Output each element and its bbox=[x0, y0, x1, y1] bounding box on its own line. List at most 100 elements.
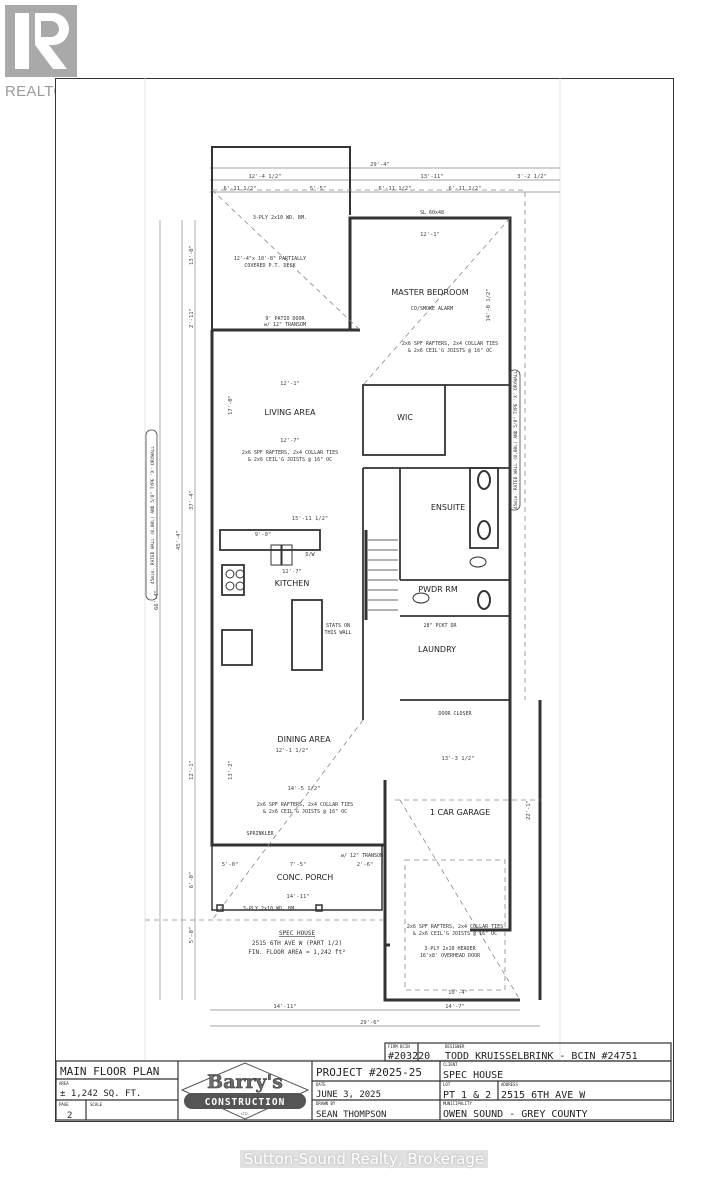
svg-text:45'-4": 45'-4" bbox=[176, 530, 182, 550]
svg-text:15'-11 1/2": 15'-11 1/2" bbox=[292, 516, 328, 522]
svg-text:& 2x6 CEIL'G JOISTS @ 16" OC: & 2x6 CEIL'G JOISTS @ 16" OC bbox=[248, 457, 332, 463]
svg-text:AREA: AREA bbox=[59, 1081, 69, 1086]
logo-top-text: Barry's bbox=[207, 1071, 283, 1093]
area-value: ± 1,242 SQ. FT. bbox=[60, 1089, 141, 1099]
svg-text:CO/SMOKE ALARM: CO/SMOKE ALARM bbox=[411, 306, 453, 312]
dim-top-total: 29'-4" bbox=[370, 162, 390, 168]
svg-text:COVERED P.T. DECK: COVERED P.T. DECK bbox=[244, 263, 295, 269]
svg-text:5'-5": 5'-5" bbox=[310, 186, 327, 192]
room-label-kitchen: KITCHEN bbox=[275, 579, 310, 588]
svg-text:14'-11": 14'-11" bbox=[286, 894, 309, 900]
svg-text:STATS ON: STATS ON bbox=[326, 623, 350, 629]
svg-text:14'-7": 14'-7" bbox=[445, 1004, 465, 1010]
room-label-pwdr-rm: PWDR RM bbox=[418, 585, 458, 594]
date-value: JUNE 3, 2025 bbox=[316, 1090, 381, 1100]
svg-text:3-PLY 2x10 WD. BM.: 3-PLY 2x10 WD. BM. bbox=[253, 215, 307, 221]
project-number: PROJECT #2025-25 bbox=[316, 1066, 422, 1079]
svg-text:LTD.: LTD. bbox=[241, 1112, 248, 1116]
svg-text:D/W: D/W bbox=[305, 552, 315, 558]
svg-text:2x6 SPF RAFTERS, 2x4 COLLAR TI: 2x6 SPF RAFTERS, 2x4 COLLAR TIES bbox=[402, 341, 498, 347]
svg-text:DATE: DATE bbox=[316, 1082, 326, 1087]
svg-text:45min. RATED WALL (0.00L) AND: 45min. RATED WALL (0.00L) AND 5/8" TYPE … bbox=[150, 446, 156, 584]
svg-text:PAGE: PAGE bbox=[59, 1102, 69, 1107]
svg-text:& 2x6 CEIL'G JOISTS @ 16" OC: & 2x6 CEIL'G JOISTS @ 16" OC bbox=[413, 931, 497, 937]
svg-text:5'-0": 5'-0" bbox=[189, 927, 195, 944]
title-block bbox=[55, 1042, 672, 1121]
svg-text:14'-0 1/2": 14'-0 1/2" bbox=[486, 288, 492, 321]
svg-text:6'-11 1/2": 6'-11 1/2" bbox=[448, 186, 481, 192]
room-label-wic: WIC bbox=[397, 413, 413, 422]
barrys-construction-logo: Barry's CONSTRUCTION LTD. bbox=[180, 1062, 310, 1120]
dim-left-total: 66'-4" bbox=[154, 590, 160, 610]
room-label-dining-area: DINING AREA bbox=[277, 735, 331, 744]
svg-text:9' PATIO DOOR: 9' PATIO DOOR bbox=[265, 316, 305, 322]
svg-text:28" PCKT DR: 28" PCKT DR bbox=[423, 623, 457, 629]
room-label-ensuite: ENSUITE bbox=[431, 503, 465, 512]
page-number: 2 bbox=[67, 1111, 72, 1121]
svg-text:9'-0": 9'-0" bbox=[255, 532, 272, 538]
svg-text:12'-4 1/2": 12'-4 1/2" bbox=[248, 174, 281, 180]
svg-text:2x6 SPF RAFTERS, 2x4 COLLAR TI: 2x6 SPF RAFTERS, 2x4 COLLAR TIES bbox=[242, 450, 338, 456]
municipality-value: OWEN SOUND - GREY COUNTY bbox=[443, 1109, 588, 1120]
svg-text:12'-1": 12'-1" bbox=[189, 760, 195, 780]
svg-text:2'-6": 2'-6" bbox=[357, 862, 374, 868]
svg-text:w/ 12" TRANSOM: w/ 12" TRANSOM bbox=[341, 853, 383, 859]
svg-text:12'-1": 12'-1" bbox=[280, 381, 300, 387]
svg-text:6'-0": 6'-0" bbox=[189, 872, 195, 889]
svg-text:3-PLY 2x10 WD. BM.: 3-PLY 2x10 WD. BM. bbox=[243, 906, 297, 912]
spec-house-title: SPEC HOUSE bbox=[279, 930, 316, 937]
room-label-master-bedroom: MASTER BEDROOM bbox=[391, 288, 468, 297]
svg-text:22'-1": 22'-1" bbox=[526, 800, 532, 820]
svg-text:5'-0": 5'-0" bbox=[222, 862, 239, 868]
svg-text:13'-3 1/2": 13'-3 1/2" bbox=[441, 756, 474, 762]
room-label-laundry: LAUNDRY bbox=[418, 645, 456, 654]
designer-value: TODD KRUISSELBRINK - BCIN #24751 bbox=[445, 1051, 638, 1062]
svg-text:2x6 SPF RAFTERS, 2x4 COLLAR TI: 2x6 SPF RAFTERS, 2x4 COLLAR TIES bbox=[257, 802, 353, 808]
svg-text:DRAWN BY: DRAWN BY bbox=[316, 1101, 336, 1106]
svg-text:w/ 12" TRANSOM: w/ 12" TRANSOM bbox=[264, 322, 306, 328]
room-label-living-area: LIVING AREA bbox=[265, 408, 316, 417]
svg-text:2515 6TH AVE W (PART 1/2): 2515 6TH AVE W (PART 1/2) bbox=[252, 940, 342, 947]
svg-text:THIS WALL: THIS WALL bbox=[324, 630, 351, 636]
dim-bottom-total: 29'-6" bbox=[360, 1020, 380, 1026]
svg-text:17'-0": 17'-0" bbox=[228, 395, 234, 415]
svg-text:FIRM BCIN: FIRM BCIN bbox=[388, 1044, 410, 1049]
drawn-by-value: SEAN THOMPSON bbox=[316, 1110, 386, 1120]
svg-text:SL 60x48: SL 60x48 bbox=[420, 210, 444, 216]
svg-text:14'-11": 14'-11" bbox=[273, 1004, 296, 1010]
svg-text:12'-7": 12'-7" bbox=[282, 569, 302, 575]
svg-text:16'x8' OVERHEAD DOOR: 16'x8' OVERHEAD DOOR bbox=[420, 953, 481, 959]
client-value: SPEC HOUSE bbox=[443, 1070, 503, 1081]
svg-text:10'-4": 10'-4" bbox=[448, 990, 468, 996]
svg-text:CLIENT: CLIENT bbox=[443, 1062, 458, 1067]
svg-text:37'-4": 37'-4" bbox=[189, 490, 195, 510]
fire-wall-callout-left: 45min. RATED WALL (0.00L) AND 5/8" TYPE … bbox=[145, 429, 158, 601]
svg-text:14'-5 1/2": 14'-5 1/2" bbox=[287, 786, 320, 792]
svg-text:6'-11 1/2": 6'-11 1/2" bbox=[378, 186, 411, 192]
svg-text:7'-5": 7'-5" bbox=[290, 862, 307, 868]
svg-text:3-PLY 2x10 HEADER: 3-PLY 2x10 HEADER bbox=[424, 946, 476, 952]
svg-text:LOT: LOT bbox=[443, 1082, 451, 1087]
svg-text:MUNICIPALITY: MUNICIPALITY bbox=[443, 1101, 472, 1106]
lot-value: PT 1 & 2 bbox=[443, 1090, 491, 1101]
svg-text:12'-4"x 10'-8" PARTIALLY: 12'-4"x 10'-8" PARTIALLY bbox=[234, 256, 306, 262]
svg-text:13'-2": 13'-2" bbox=[228, 760, 234, 780]
svg-text:& 2x6 CEIL'G JOISTS @ 16" OC: & 2x6 CEIL'G JOISTS @ 16" OC bbox=[408, 348, 492, 354]
room-label-porch: CONC. PORCH bbox=[277, 873, 333, 882]
firm-bcin-value: #203220 bbox=[388, 1051, 430, 1062]
svg-text:ADDRESS: ADDRESS bbox=[501, 1082, 518, 1087]
svg-text:45min. RATED WALL (0.00L) AND: 45min. RATED WALL (0.00L) AND 5/8" TYPE … bbox=[513, 371, 519, 509]
svg-text:2'-11": 2'-11" bbox=[189, 308, 195, 328]
room-label-garage: 1 CAR GARAGE bbox=[430, 808, 490, 817]
logo-bottom-text: CONSTRUCTION bbox=[205, 1097, 286, 1108]
svg-text:FIN. FLOOR AREA = 1,242 ft²: FIN. FLOOR AREA = 1,242 ft² bbox=[248, 949, 346, 956]
brokerage-watermark: Sutton-Sound Realty, Brokerage bbox=[0, 1150, 728, 1168]
svg-text:SPRINKLER: SPRINKLER bbox=[246, 831, 274, 837]
svg-text:3'-2 1/2": 3'-2 1/2" bbox=[517, 174, 547, 180]
fire-wall-callout-right: 45min. RATED WALL (0.00L) AND 5/8" TYPE … bbox=[508, 369, 521, 511]
svg-text:6'-11 1/2": 6'-11 1/2" bbox=[223, 186, 256, 192]
svg-text:13'-0": 13'-0" bbox=[189, 245, 195, 265]
svg-text:13'-11": 13'-11" bbox=[420, 174, 443, 180]
address-value: 2515 6TH AVE W bbox=[501, 1090, 586, 1101]
